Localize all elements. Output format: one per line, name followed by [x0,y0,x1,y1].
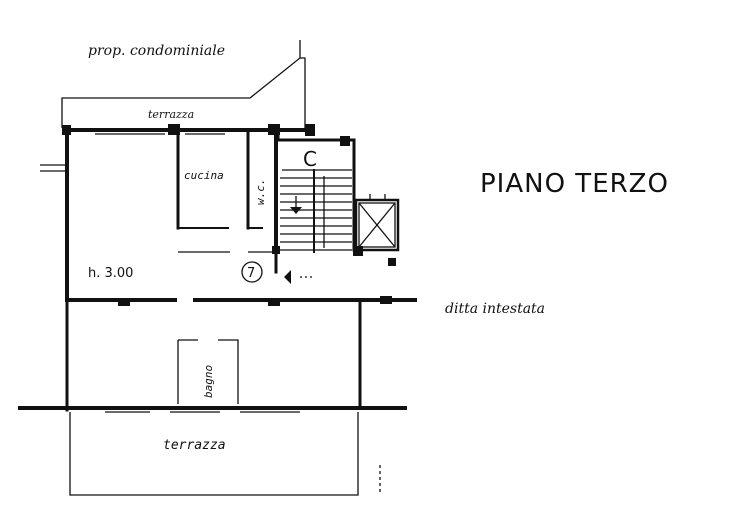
elevator-cross-icon [354,194,400,252]
kitchen-label: cucina [184,169,224,182]
plan-title: PIANO TERZO [480,169,669,199]
stair-arrow-icon [290,196,302,214]
neighbor-label: prop. condominiale [88,43,225,59]
height-label: h. 3.00 [88,266,133,281]
entrance-arrow-icon [284,270,312,284]
wc-label: w.c. [254,179,267,206]
bathroom-label: bagno [202,365,215,398]
stair-label: C [303,147,317,171]
top-terrace-label: terrazza [148,108,194,121]
apartment-walls [18,128,417,496]
owner-label: ditta intestata [445,301,545,317]
unit-number: 7 [247,266,255,281]
stairwell [276,132,356,253]
bottom-terrace-label: terrazza [163,438,226,453]
unit-number-circle [241,261,263,283]
upper-terrace-outline [61,40,306,128]
